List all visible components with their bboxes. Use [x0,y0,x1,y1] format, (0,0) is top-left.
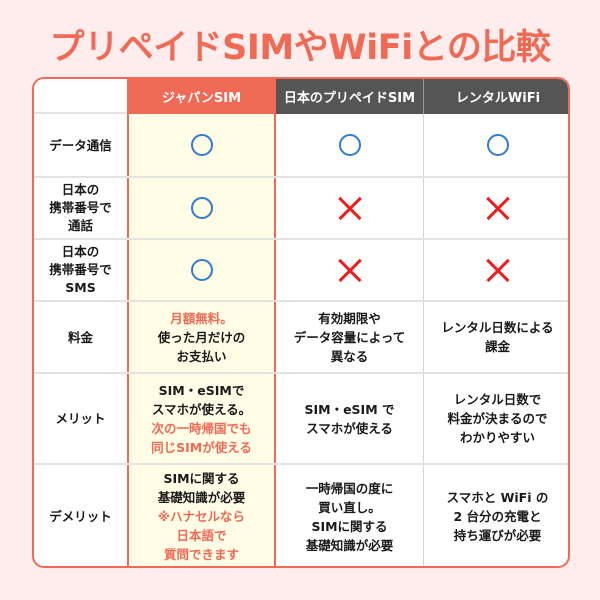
cell-wifi-sms [423,240,568,300]
cell-prepaid-sms [276,240,423,300]
cell-japan-demerit: SIMに関する 基礎知識が必要 ※ハナセルなら 日本語で 質問できます [157,471,246,562]
cell-wifi-merit: レンタル日数で 料金が決まるので わかりやすい [447,392,548,445]
cell-wifi-price: レンタル日数による 課金 [441,320,554,354]
header-rental-wifi: レンタルWiFi [423,79,568,114]
column-divider [423,114,424,566]
cell-prepaid-call [276,178,423,238]
cell-japan-merit: SIM・eSIMで スマホが使える。 次の一時帰国でも 同じSIMが使える [151,382,252,455]
header-japan-sim: ジャパンSIM [127,79,276,114]
cell-wifi-data [423,114,568,176]
cell-prepaid-demerit: 一時帰国の度に 買い直し。 SIMに関する 基礎知識が必要 [305,480,394,553]
row-label-merit: メリット [55,411,106,426]
cell-japan-call [127,178,276,238]
row-label-call: 日本の 携帯番号で 通話 [49,182,112,233]
row-divider [34,463,568,465]
cell-japan-data [127,114,276,176]
cross-icon [485,195,511,221]
circle-icon [190,134,213,156]
row-divider [34,112,127,114]
row-divider [34,372,568,374]
row-divider [34,176,568,178]
cross-icon [337,195,363,221]
row-label-sms: 日本の 携帯番号で SMS [49,244,112,295]
circle-icon [190,197,213,219]
page-title: プリペイドSIMやWiFiとの比較 [49,28,551,68]
row-divider [34,238,568,240]
cell-wifi-call [423,178,568,238]
circle-icon [486,134,509,156]
circle-icon [190,259,213,281]
header-prepaid-sim: 日本のプリペイドSIM [276,79,423,114]
row-label-price: 料金 [67,329,93,345]
cell-prepaid-data [276,114,423,176]
circle-icon [338,134,361,156]
cross-icon [485,257,511,283]
row-label-demerit: デメリット [49,509,112,524]
cell-wifi-demerit: スマホと WiFi の 2 台分の充電と 持ち運びが必要 [446,490,549,543]
row-divider [34,300,568,302]
row-label-data: データ通信 [49,137,112,153]
header-blank [34,79,127,114]
cell-prepaid-price: 有効期限や データ容量によって 異なる [293,310,406,364]
cell-prepaid-merit: SIM・eSIM で スマホが使える [304,401,395,436]
japan-sim-highlight-column [127,114,276,566]
cross-icon [337,257,363,283]
cell-japan-price: 月額無料。 使った月だけの お支払い [157,310,246,364]
comparison-table: ジャパンSIM 日本のプリペイドSIM レンタルWiFi データ通信 日本の 携… [32,77,570,568]
cell-japan-sms [127,240,276,300]
